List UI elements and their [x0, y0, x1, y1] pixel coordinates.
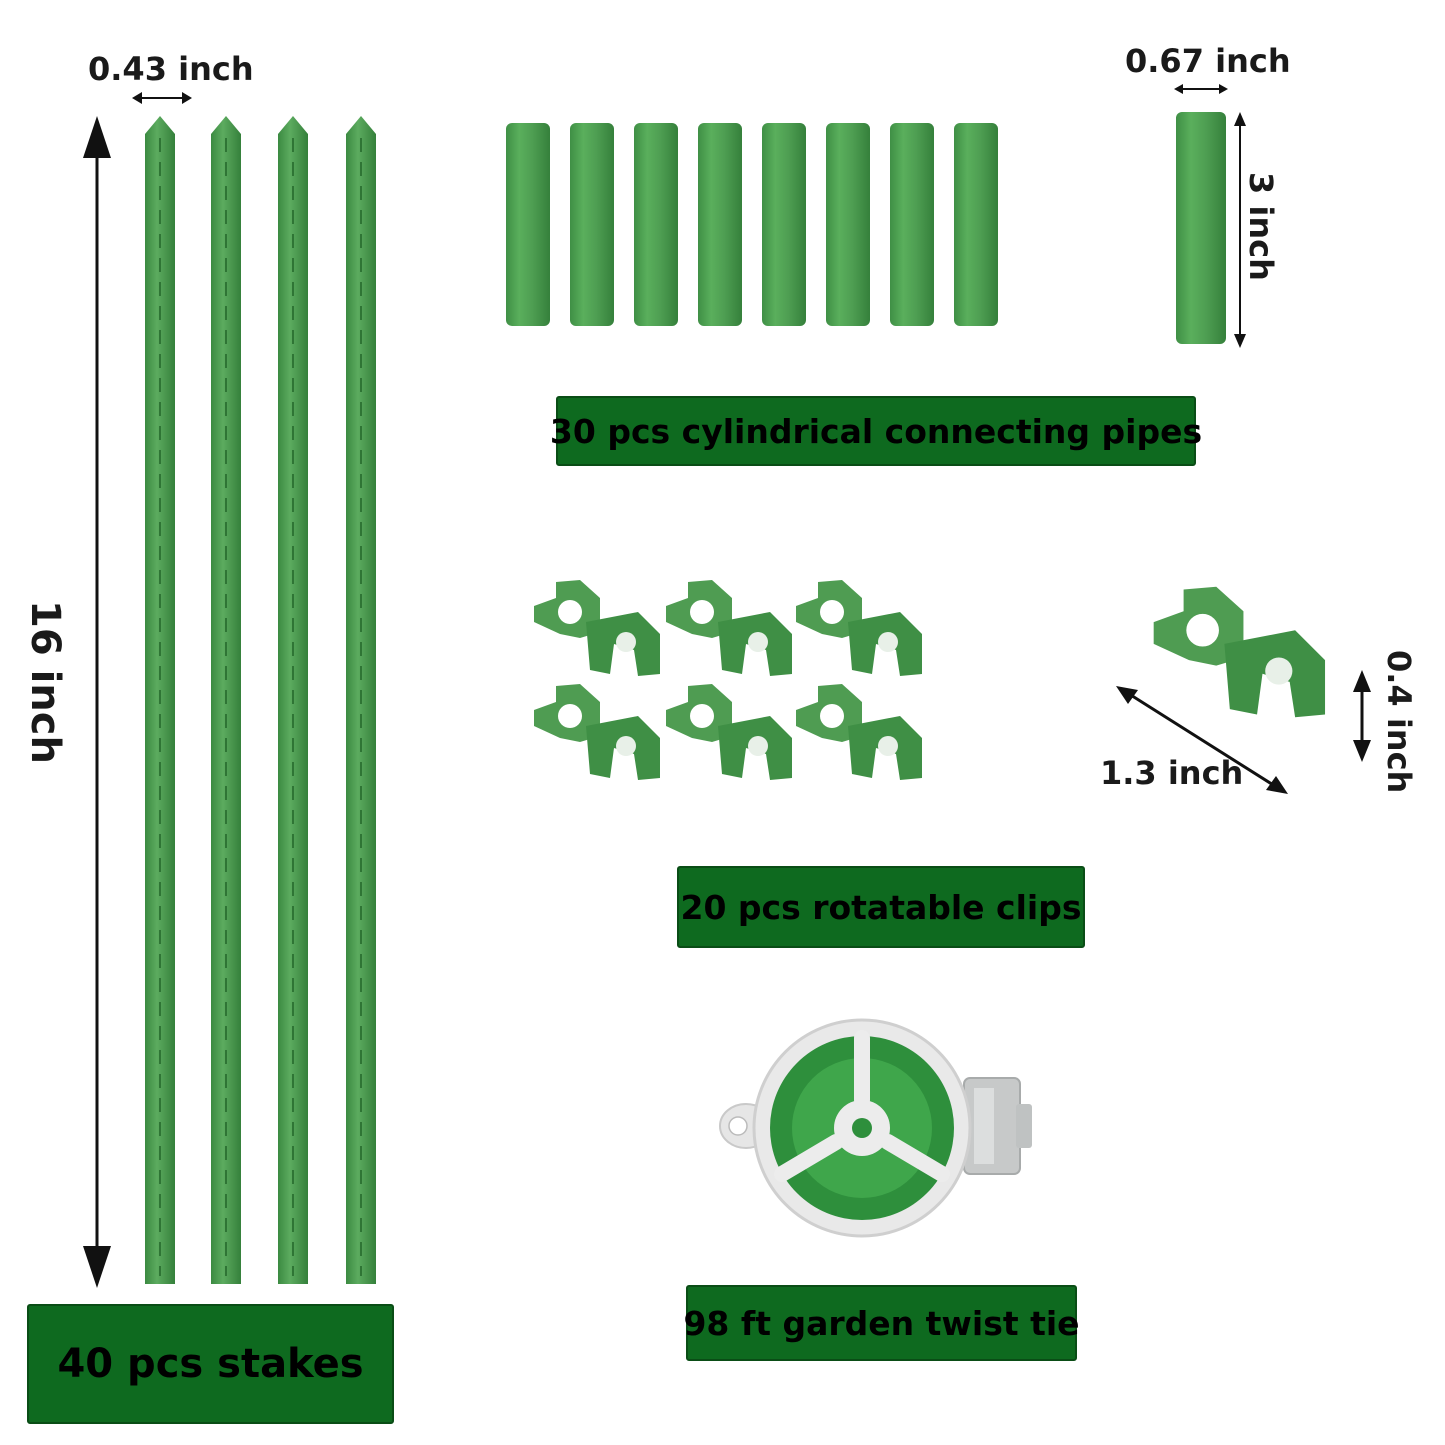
stake: [145, 116, 175, 1284]
stake: [346, 116, 376, 1284]
pipe-width-arrow: [1174, 84, 1228, 94]
rotatable-clip: [534, 580, 660, 676]
stake: [211, 116, 241, 1284]
stake-width-label: 0.43 inch: [88, 50, 254, 88]
connecting-pipe: [506, 123, 550, 326]
twist-tie-caption: 98 ft garden twist tie: [683, 1285, 1080, 1361]
connecting-pipe: [570, 123, 614, 326]
rotatable-clip: [796, 580, 922, 676]
pipe-height-arrow: [1234, 112, 1246, 348]
clip-length-arrow: [1116, 686, 1288, 794]
clip-height-label: 0.4 inch: [1380, 650, 1418, 794]
connecting-pipe: [890, 123, 934, 326]
connecting-pipe: [634, 123, 678, 326]
stake: [278, 116, 308, 1284]
clip-height-arrow: [1353, 670, 1371, 762]
stake-height-label: 16 inch: [22, 600, 68, 764]
rotatable-clip: [534, 684, 660, 780]
connecting-pipe: [954, 123, 998, 326]
rotatable-clip: [666, 684, 792, 780]
stakes-caption: 40 pcs stakes: [27, 1304, 394, 1424]
rotatable-clip-closeup: [1153, 586, 1326, 718]
clips-caption: 20 pcs rotatable clips: [677, 866, 1085, 948]
connecting-pipe: [826, 123, 870, 326]
connecting-pipe: [762, 123, 806, 326]
pipe-width-label: 0.67 inch: [1125, 42, 1291, 80]
pipes-caption: 30 pcs cylindrical connecting pipes: [550, 396, 1202, 466]
pipe-height-label: 3 inch: [1242, 172, 1280, 281]
rotatable-clip: [666, 580, 792, 676]
connecting-pipe-closeup: [1176, 112, 1226, 344]
connecting-pipe: [698, 123, 742, 326]
twist-tie-spool: [719, 1018, 1032, 1238]
clip-length-label: 1.3 inch: [1100, 754, 1244, 792]
stake-height-arrow: [83, 116, 111, 1288]
rotatable-clip: [796, 684, 922, 780]
stake-width-arrow: [132, 92, 192, 104]
